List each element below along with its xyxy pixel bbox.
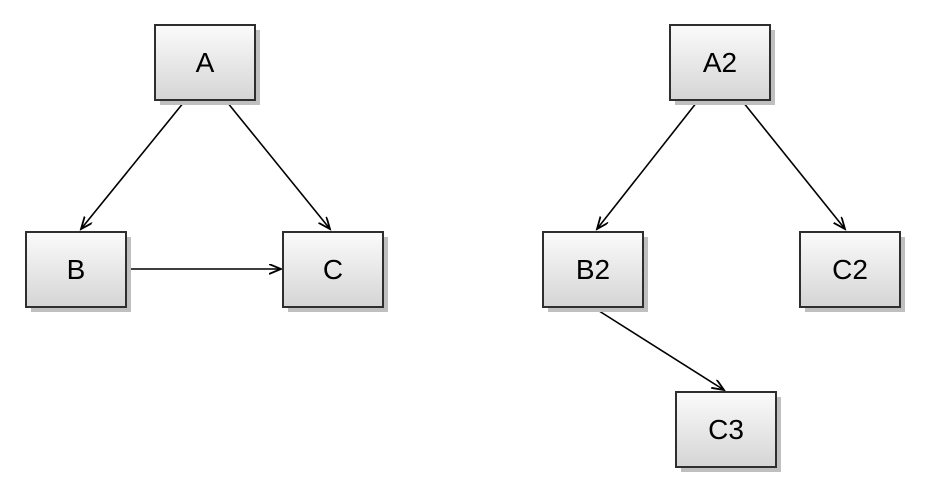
node-a-label: A — [196, 47, 215, 78]
node-b2-box[interactable] — [542, 231, 644, 308]
edge-b2-c3[interactable] — [595, 308, 724, 390]
edge-a-b[interactable] — [81, 101, 185, 229]
node-a[interactable]: A — [154, 24, 260, 105]
node-c2[interactable]: C2 — [799, 231, 905, 312]
node-b2-label: B2 — [576, 254, 610, 285]
left-graph: A B C — [25, 24, 388, 312]
node-c[interactable]: C — [282, 231, 388, 312]
node-c2-box[interactable] — [799, 231, 901, 308]
node-a2[interactable]: A2 — [669, 24, 775, 105]
node-b2[interactable]: B2 — [542, 231, 648, 312]
node-c3[interactable]: C3 — [675, 391, 781, 472]
node-a2-box[interactable] — [669, 24, 771, 101]
node-c3-box[interactable] — [675, 391, 777, 468]
edge-a2-c2[interactable] — [742, 101, 845, 229]
node-c-label: C — [323, 254, 343, 285]
node-b-box[interactable] — [25, 231, 127, 308]
right-graph: A2 B2 C2 C3 — [542, 24, 905, 472]
node-c2-label: C2 — [832, 254, 868, 285]
node-c3-label: C3 — [708, 414, 744, 445]
edge-a-c[interactable] — [226, 101, 330, 229]
node-b-label: B — [67, 254, 86, 285]
node-b[interactable]: B — [25, 231, 131, 312]
node-a-box[interactable] — [154, 24, 256, 101]
node-a2-label: A2 — [703, 47, 737, 78]
node-c-box[interactable] — [282, 231, 384, 308]
edge-a2-b2[interactable] — [597, 101, 698, 229]
